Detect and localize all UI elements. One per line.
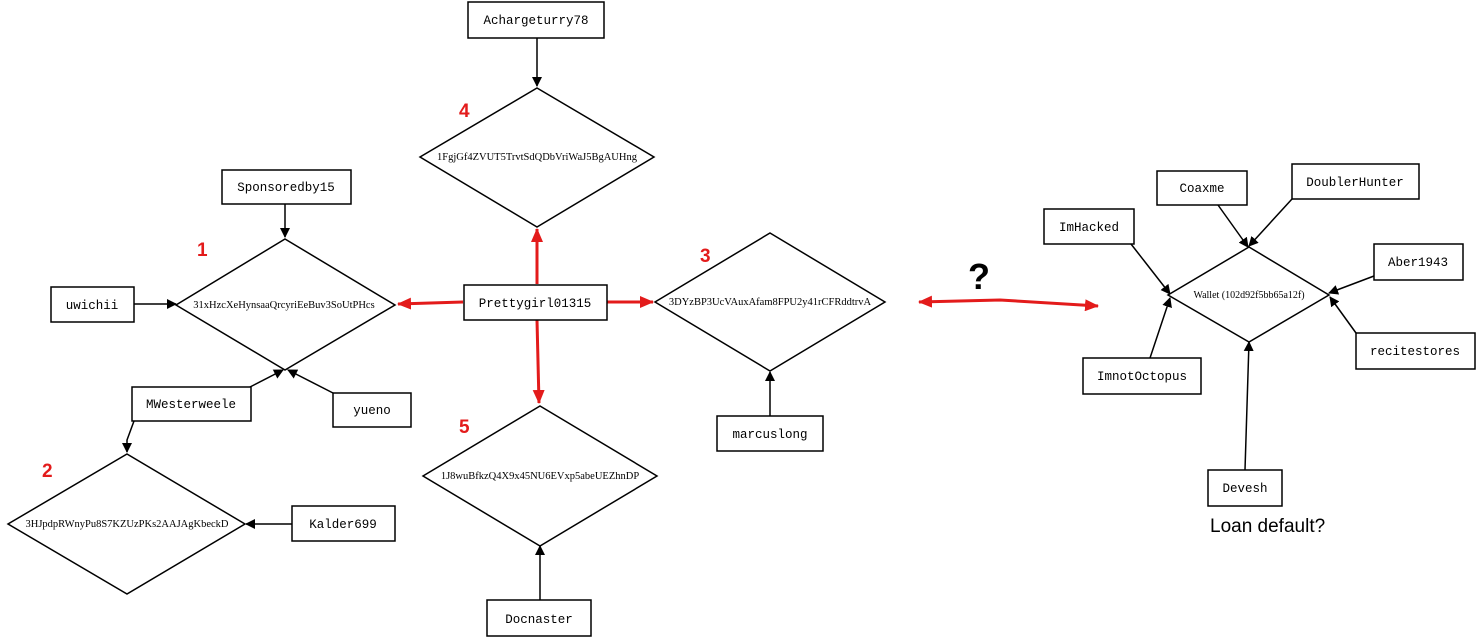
user-box-imnotoctopus[interactable]: ImnotOctopus: [1082, 357, 1202, 395]
user-box-sponsoredby15[interactable]: Sponsoredby15: [221, 169, 352, 205]
node-1-address: 31xHzcXeHynsaaQrcyriEeBuv3SoUtPHcs: [193, 300, 374, 311]
user-box-achargeturry78[interactable]: Achargeturry78: [467, 1, 605, 39]
user-box-yueno[interactable]: yueno: [332, 392, 412, 428]
edge-imnotoctopus-to-wallet: [1149, 297, 1172, 359]
user-label-kalder699: Kalder699: [309, 518, 377, 532]
user-label-marcuslong: marcuslong: [732, 428, 807, 442]
user-label-coaxme: Coaxme: [1179, 182, 1224, 196]
node-2-diamond[interactable]: 3HJpdpRWnyPu8S7KZUzPKs2AAJAgKbeckD: [6, 453, 247, 595]
node-2-number: 2: [42, 461, 53, 482]
edge-mwesterweele-to-2: [122, 420, 135, 453]
user-box-uwichii[interactable]: uwichii: [50, 286, 135, 323]
user-label-uwichii: uwichii: [66, 299, 119, 313]
user-box-marcuslong[interactable]: marcuslong: [716, 415, 824, 452]
node-1-diamond[interactable]: 31xHzcXeHynsaaQrcyriEeBuv3SoUtPHcs: [174, 238, 397, 371]
user-label-achargeturry78: Achargeturry78: [483, 14, 588, 28]
user-label-imhacked: ImHacked: [1059, 221, 1119, 235]
user-label-docnaster: Docnaster: [505, 613, 573, 627]
hub-box[interactable]: Prettygirl01315: [463, 284, 608, 321]
user-label-yueno: yueno: [353, 404, 391, 418]
user-label-mwesterweele: MWesterweele: [146, 398, 236, 412]
node-5-diamond[interactable]: 1J8wuBfkzQ4X9x45NU6EVxp5abeUEZhnDP: [421, 405, 659, 547]
edge-imhacked-to-wallet: [1130, 243, 1171, 295]
user-box-imhacked[interactable]: ImHacked: [1043, 208, 1135, 245]
user-label-imnotoctopus: ImnotOctopus: [1097, 370, 1187, 384]
node-2-address: 3HJpdpRWnyPu8S7KZUzPKs2AAJAgKbeckD: [25, 519, 228, 530]
edge-coaxme-to-wallet: [1217, 204, 1249, 248]
user-label-recitestores: recitestores: [1370, 345, 1460, 359]
loan-default-note: Loan default?: [1210, 516, 1325, 537]
user-label-doublerhunter: DoublerHunter: [1306, 176, 1404, 190]
user-box-doublerhunter[interactable]: DoublerHunter: [1291, 163, 1420, 200]
edge-yueno-to-1: [287, 369, 334, 394]
node-3-diamond[interactable]: 3DYzBP3UcVAuxAfam8FPU2y41rCFRddtrvA: [653, 232, 887, 372]
user-box-mwesterweele[interactable]: MWesterweele: [131, 386, 252, 422]
user-label-aber1943: Aber1943: [1388, 256, 1448, 270]
node-5-address: 1J8wuBfkzQ4X9x45NU6EVxp5abeUEZhnDP: [441, 471, 639, 482]
node-4-address: 1FgjGf4ZVUT5TrvtSdQDbVriWaJ5BgAUHng: [437, 152, 638, 163]
edge-doublerhunter-to-wallet: [1248, 198, 1293, 247]
node-4-diamond[interactable]: 1FgjGf4ZVUT5TrvtSdQDbVriWaJ5BgAUHng: [418, 87, 656, 228]
user-label-devesh: Devesh: [1222, 482, 1267, 496]
node-1-number: 1: [197, 240, 208, 261]
edge-recitestores-to-wallet: [1329, 296, 1357, 334]
edge-devesh-to-wallet: [1243, 341, 1254, 471]
user-label-sponsoredby15: Sponsoredby15: [237, 181, 335, 195]
edge-mwesterweele-to-1: [249, 369, 284, 388]
node-3-address: 3DYzBP3UcVAuxAfam8FPU2y41rCFRddtrvA: [669, 297, 872, 308]
red-edge-hub-to-5: [532, 319, 545, 404]
user-box-kalder699[interactable]: Kalder699: [291, 505, 396, 542]
node-3-number: 3: [700, 246, 711, 267]
user-box-aber1943[interactable]: Aber1943: [1373, 243, 1464, 281]
node-4-number: 4: [459, 101, 470, 122]
user-box-docnaster[interactable]: Docnaster: [486, 599, 592, 637]
user-box-devesh[interactable]: Devesh: [1207, 469, 1283, 507]
user-box-coaxme[interactable]: Coaxme: [1156, 170, 1248, 206]
node-5-number: 5: [459, 417, 470, 438]
question-mark: ?: [968, 256, 990, 297]
hub-label: Prettygirl01315: [479, 297, 592, 311]
red-edge-hub-to-1: [397, 297, 464, 310]
wallet-label: Wallet (102d92f5bb65a12f): [1193, 290, 1304, 301]
user-box-recitestores[interactable]: recitestores: [1355, 332, 1476, 370]
red-double-arrow: [918, 295, 1099, 312]
edge-aber1943-to-wallet: [1328, 275, 1375, 295]
wallet-diamond[interactable]: Wallet (102d92f5bb65a12f): [1166, 246, 1331, 343]
